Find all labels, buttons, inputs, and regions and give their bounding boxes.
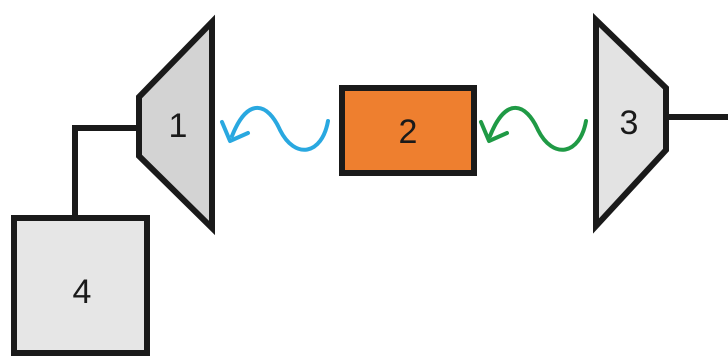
wave-green-arrowhead — [479, 120, 509, 143]
wave-green-squiggle — [488, 105, 588, 152]
component-4: 4 — [11, 215, 150, 356]
wave-arrow-2-to-1 — [220, 105, 330, 152]
wave-blue-arrowhead — [220, 120, 250, 143]
component-2: 2 — [339, 85, 477, 176]
component-2-shape — [339, 85, 477, 176]
component-4-label: 4 — [73, 273, 92, 311]
component-3: 3 — [593, 12, 669, 234]
component-2-label: 2 — [399, 113, 418, 151]
component-1-shape — [136, 14, 215, 236]
component-4-shape — [11, 215, 150, 356]
component-1-label: 1 — [169, 107, 188, 145]
wave-arrow-3-to-2 — [479, 105, 588, 152]
connector-1-to-4 — [72, 125, 140, 218]
wave-blue-squiggle — [230, 105, 330, 152]
component-1: 1 — [136, 14, 215, 236]
component-3-label: 3 — [620, 104, 639, 142]
component-3-shape — [593, 12, 669, 234]
